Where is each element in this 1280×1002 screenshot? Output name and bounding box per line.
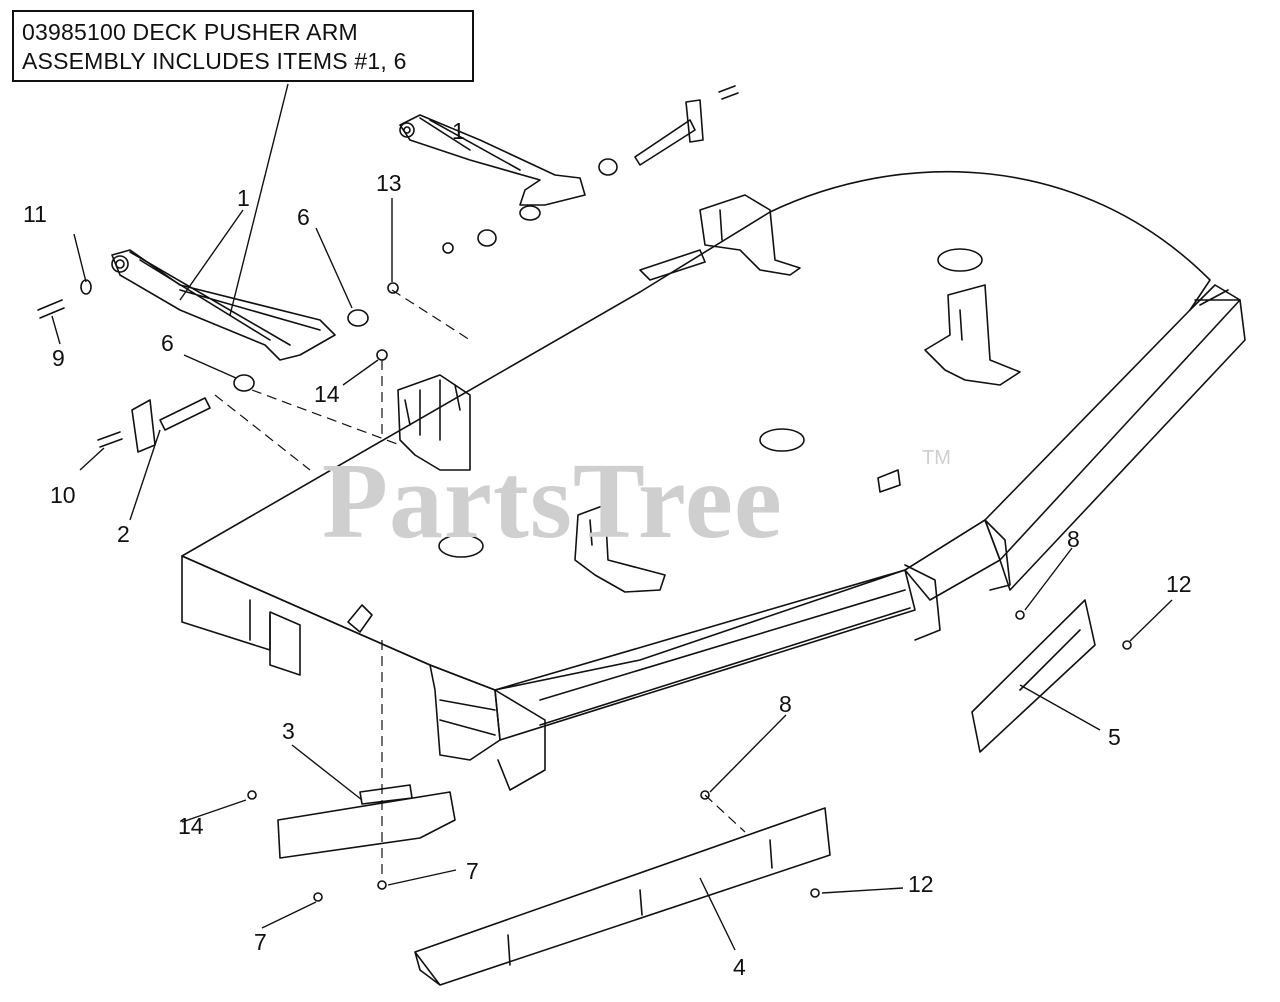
item-label-7-left: 7 bbox=[254, 929, 267, 955]
item-label-6-upper: 6 bbox=[297, 204, 310, 230]
baffle-5 bbox=[971, 599, 1096, 753]
callout-line-1: 03985100 DECK PUSHER ARM bbox=[22, 19, 358, 45]
item-label-8-upper: 8 bbox=[1067, 526, 1080, 552]
deck-top-surface bbox=[181, 170, 1211, 691]
item-label-9: 9 bbox=[52, 345, 65, 371]
center-bracket bbox=[574, 504, 666, 593]
rear-left-bracket bbox=[699, 194, 801, 276]
item-label-5: 5 bbox=[1108, 724, 1121, 750]
spindle-hole bbox=[438, 534, 484, 558]
item-label-3: 3 bbox=[282, 718, 295, 744]
assembly-callout: 03985100 DECK PUSHER ARM ASSEMBLY INCLUD… bbox=[12, 10, 474, 82]
item-label-8-lower: 8 bbox=[779, 691, 792, 717]
item-label-1: 1 bbox=[237, 185, 250, 211]
pusher-arm-front bbox=[111, 249, 336, 361]
pivot-pin bbox=[159, 397, 211, 431]
baffle-3 bbox=[277, 784, 456, 859]
item-label-12-lower: 12 bbox=[908, 871, 934, 897]
item-label-6-lower: 6 bbox=[161, 330, 174, 356]
item-label-10: 10 bbox=[50, 482, 76, 508]
item-label-12-upper: 12 bbox=[1166, 571, 1192, 597]
deck-side-rail bbox=[984, 284, 1246, 591]
item-label-2: 2 bbox=[117, 521, 130, 547]
deck-front-skirt bbox=[181, 555, 431, 666]
front-left-bracket bbox=[397, 374, 471, 471]
item-label-13: 13 bbox=[376, 170, 402, 196]
spindle-hole bbox=[937, 248, 983, 272]
pusher-arm-rear bbox=[399, 114, 586, 206]
item-label-7-right: 7 bbox=[466, 858, 479, 884]
baffle-4 bbox=[414, 807, 831, 986]
callout-line-2: ASSEMBLY INCLUDES ITEMS #1, 6 bbox=[22, 48, 407, 74]
item-label-11: 11 bbox=[23, 201, 47, 227]
item-label-14-lower: 14 bbox=[178, 813, 204, 839]
item-label-4: 4 bbox=[733, 954, 746, 980]
rear-right-bracket bbox=[924, 284, 1021, 386]
watermark: PartsTree bbox=[322, 442, 783, 561]
item-label-14-upper: 14 bbox=[314, 381, 340, 407]
watermark-trademark: TM bbox=[922, 447, 951, 469]
spindle-hole bbox=[759, 428, 805, 452]
item-label-1-rear: 1 bbox=[452, 118, 465, 144]
